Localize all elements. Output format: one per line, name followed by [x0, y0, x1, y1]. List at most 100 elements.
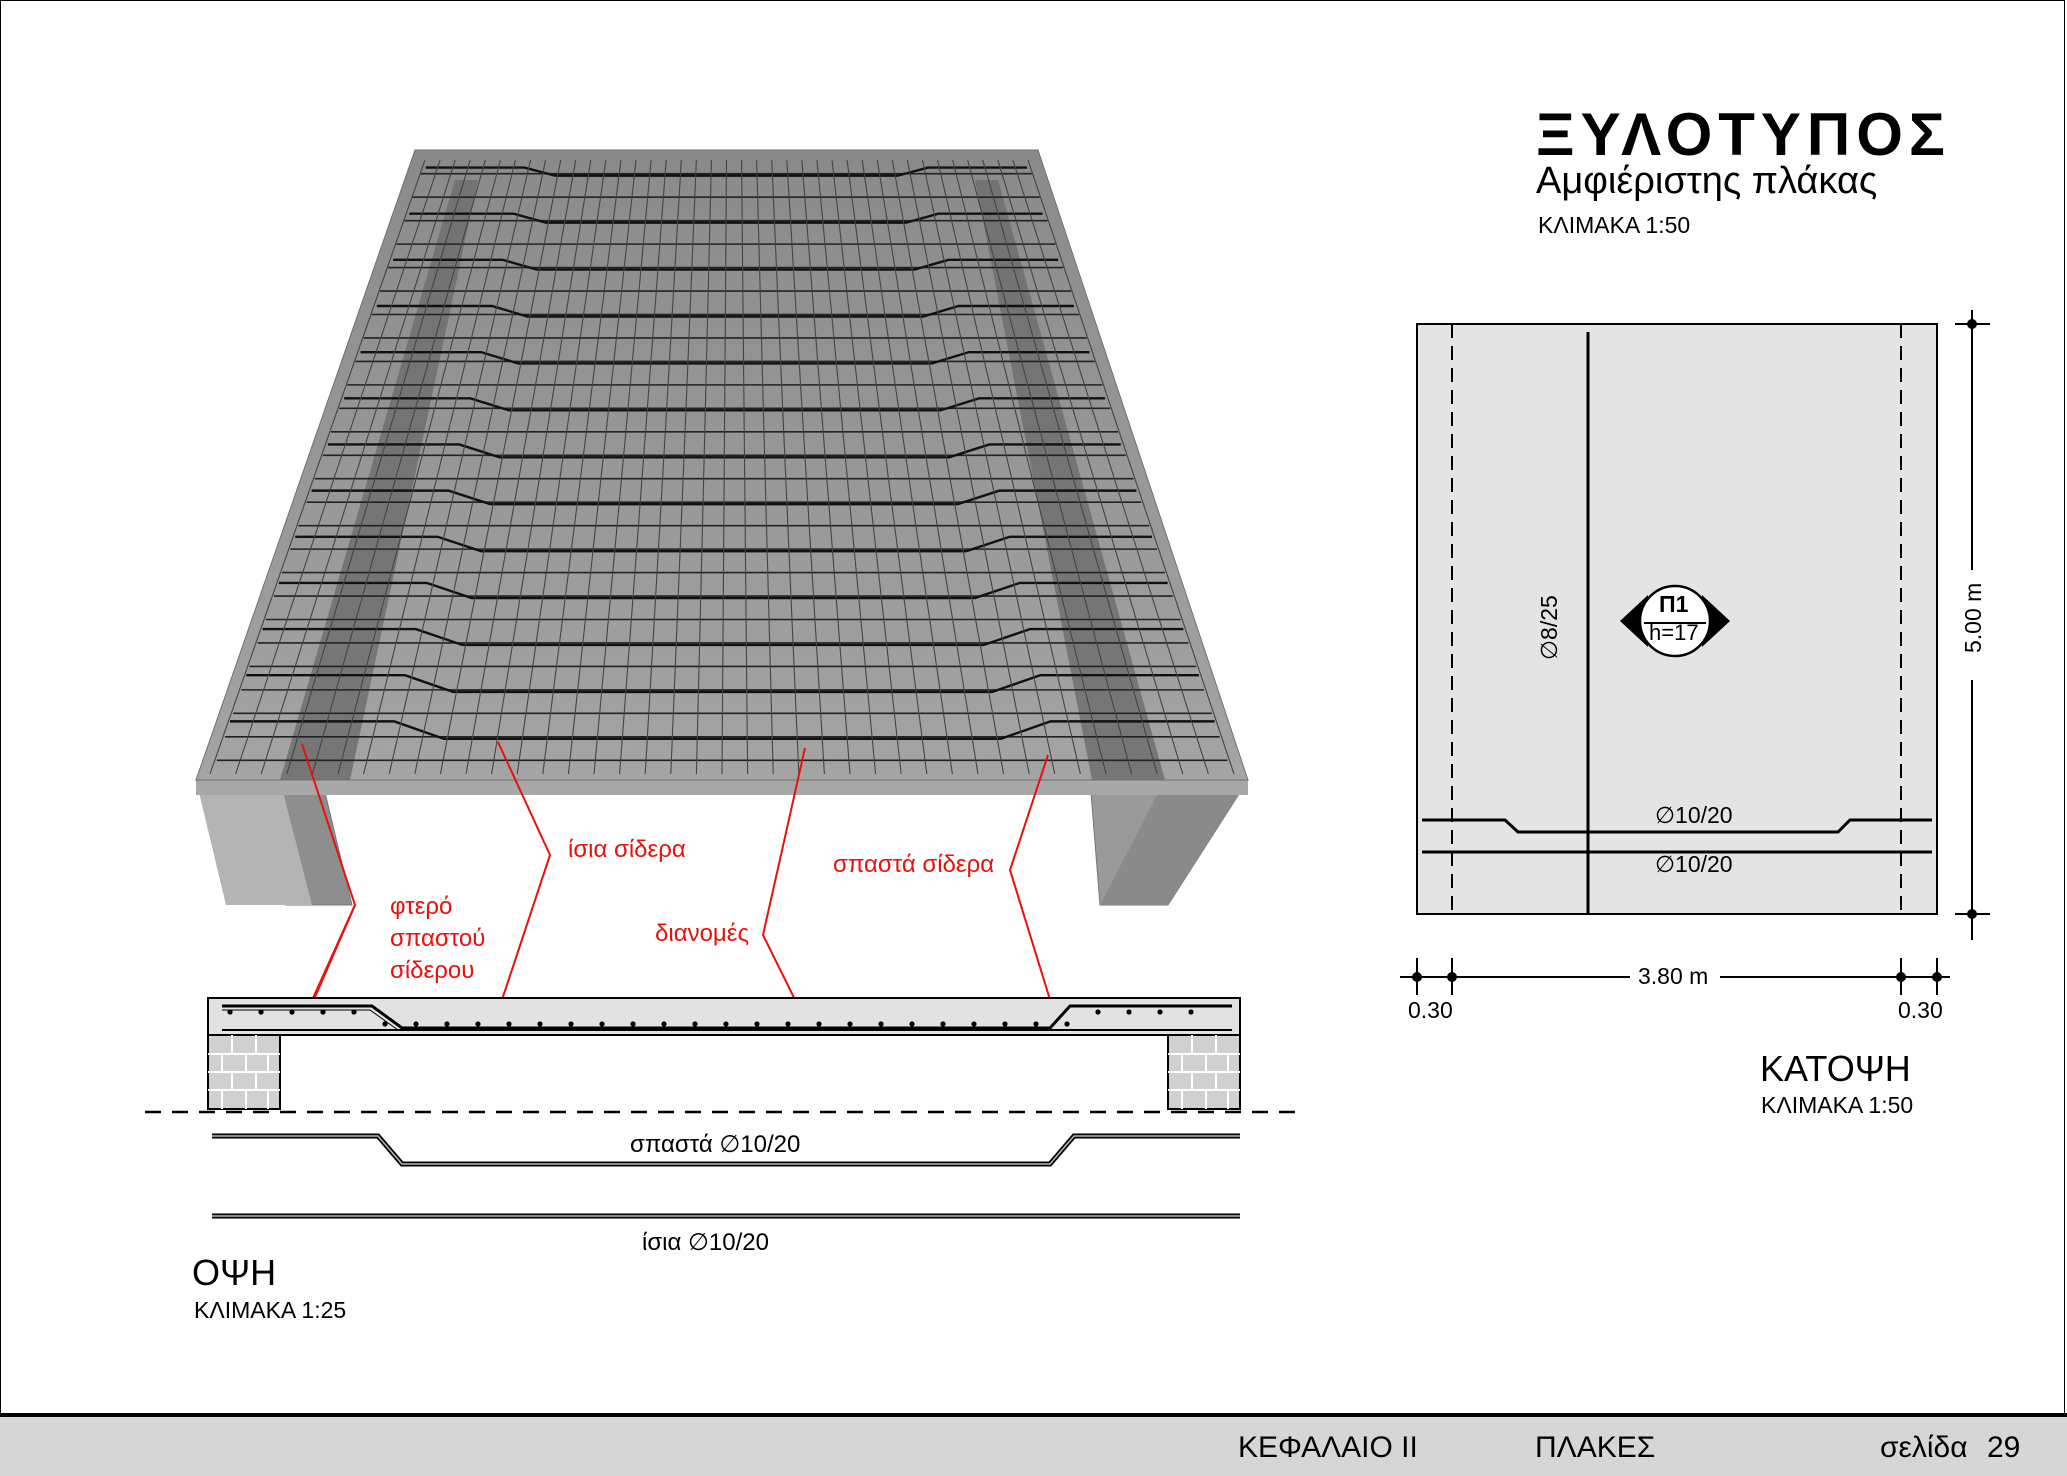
elev-distribution-dot [289, 1009, 295, 1015]
elev-distribution-dot [1033, 1021, 1039, 1027]
iso-rebar [235, 159, 441, 775]
iso-rebar [209, 159, 426, 775]
elev-distribution-dot [320, 1009, 326, 1015]
straight-bar-label: ίσια ∅10/20 [642, 1229, 769, 1256]
slab-marker [1620, 584, 1730, 658]
plan-bar-upper-label: ∅10/20 [1655, 802, 1733, 828]
drawing-subtitle: Αμφιέριστης πλάκας [1536, 160, 1878, 202]
page-footer: ΚΕΦΑΛΑΙΟ II ΠΛΑΚΕΣ σελίδα 29 [0, 1413, 2067, 1476]
elev-distribution-dot [1157, 1009, 1163, 1015]
isometric-view [195, 149, 1249, 906]
elev-left-brick-support [207, 1034, 281, 1110]
footer-chapter: ΚΕΦΑΛΑΙΟ II [1238, 1431, 1418, 1464]
iso-rebar [311, 159, 486, 775]
iso-rebar [952, 159, 1107, 775]
elev-distribution-dot [599, 1021, 605, 1027]
plan-view [1400, 310, 1990, 995]
plan-scale: ΚΛΙΜΑΚΑ 1:50 [1761, 1092, 1914, 1118]
annotation-wing-line3: σίδερου [390, 957, 475, 984]
iso-rebar [670, 159, 697, 775]
elev-bent-bar-inner [222, 1009, 399, 1031]
annotation-wing-line1: φτερό [390, 893, 453, 920]
iso-rebar [593, 159, 652, 775]
elev-distribution-dot [568, 1021, 574, 1027]
plan-distribution-label: ∅8/25 [1536, 595, 1562, 660]
iso-rebar [388, 159, 532, 775]
leader-bent [1008, 754, 1061, 1033]
annotation-wing-line2: σπαστού [390, 925, 486, 952]
bent-bar-detail-highlight [212, 1135, 1240, 1165]
elev-distribution-dot [1064, 1021, 1070, 1027]
iso-rebar [921, 159, 1056, 775]
iso-rebar [619, 159, 667, 775]
iso-rebar [771, 159, 800, 775]
elev-distribution-dot [506, 1021, 512, 1027]
iso-rebar [260, 159, 456, 775]
iso-rebar [1027, 159, 1235, 775]
elev-distribution-dot [1095, 1009, 1101, 1015]
iso-slab-top [195, 149, 1249, 781]
iso-rebar [982, 159, 1158, 775]
elev-distribution-dot [754, 1021, 760, 1027]
iso-rebar [967, 159, 1133, 775]
iso-rebar [491, 159, 592, 775]
iso-rebar [286, 159, 471, 775]
elev-distribution-dot [909, 1021, 915, 1027]
elev-distribution-dot [661, 1021, 667, 1027]
elev-distribution-dot [847, 1021, 853, 1027]
slab-id: Π1 [1659, 591, 1689, 617]
iso-rebar-mesh [209, 159, 1235, 775]
iso-rebar [721, 159, 728, 775]
elev-distribution-dot [940, 1021, 946, 1027]
elev-distribution-dot [1188, 1009, 1194, 1015]
annotation-bent-bars: σπαστά σίδερα [833, 851, 995, 878]
elev-distribution-dot [537, 1021, 543, 1027]
iso-rebar [542, 159, 622, 775]
elev-distribution-dot [444, 1021, 450, 1027]
elevation-title: ΟΨΗ [192, 1252, 277, 1293]
elev-bent-bar [222, 1004, 1232, 1030]
elev-distribution-dot [413, 1021, 419, 1027]
annotation-straight-bars: ίσια σίδερα [568, 836, 686, 863]
elev-distribution-dot [258, 1009, 264, 1015]
elevation-scale: ΚΛΙΜΑΚΑ 1:25 [194, 1297, 347, 1323]
iso-rebar [906, 159, 1030, 775]
iso-rebar [363, 159, 516, 775]
iso-rebar [937, 159, 1081, 775]
annotation-distribution: διανομές [655, 920, 750, 947]
elev-distribution-dot [723, 1021, 729, 1027]
elev-distribution-dots [227, 1009, 1194, 1027]
plan-title: ΚΑΤΟΨΗ [1760, 1048, 1911, 1089]
leader-wing-elev [311, 904, 356, 1005]
iso-rebar [831, 159, 902, 775]
leader-straight [491, 741, 552, 1031]
footer-topic: ΠΛΑΚΕΣ [1535, 1431, 1656, 1464]
elevation-view [145, 997, 1305, 1219]
iso-rebar [439, 159, 562, 775]
iso-left-wall-face [196, 780, 312, 905]
iso-slab-edge [196, 780, 1248, 795]
iso-rebar [786, 159, 825, 775]
elev-distribution-dot [475, 1021, 481, 1027]
drawing-title: ΞΥΛΟΤΥΠΟΣ [1536, 101, 1951, 168]
plan-dim-support-right: 0.30 [1898, 997, 1943, 1023]
elev-distribution-dot [382, 1021, 388, 1027]
elev-distribution-dot [878, 1021, 884, 1027]
elev-distribution-dot [816, 1021, 822, 1027]
elev-distribution-dot [1002, 1021, 1008, 1027]
plan-dim-height: 5.00 m [1960, 582, 1986, 653]
plan-bar-lower-label: ∅10/20 [1655, 851, 1733, 877]
elev-right-brick-support [1167, 1034, 1241, 1110]
bent-bar-label: σπαστά ∅10/20 [630, 1131, 801, 1158]
plan-bent-bar [1422, 818, 1932, 834]
iso-rebar [695, 159, 712, 775]
iso-rebar [756, 159, 774, 775]
iso-right-wall-face [1100, 780, 1248, 905]
elev-distribution-dot [785, 1021, 791, 1027]
iso-rebar [816, 159, 877, 775]
annotation-leaders [301, 741, 1061, 1033]
elev-distribution-dot [351, 1009, 357, 1015]
iso-rebar [337, 159, 501, 775]
iso-rebar [801, 159, 851, 775]
footer-page-number: 29 [1987, 1431, 2021, 1464]
